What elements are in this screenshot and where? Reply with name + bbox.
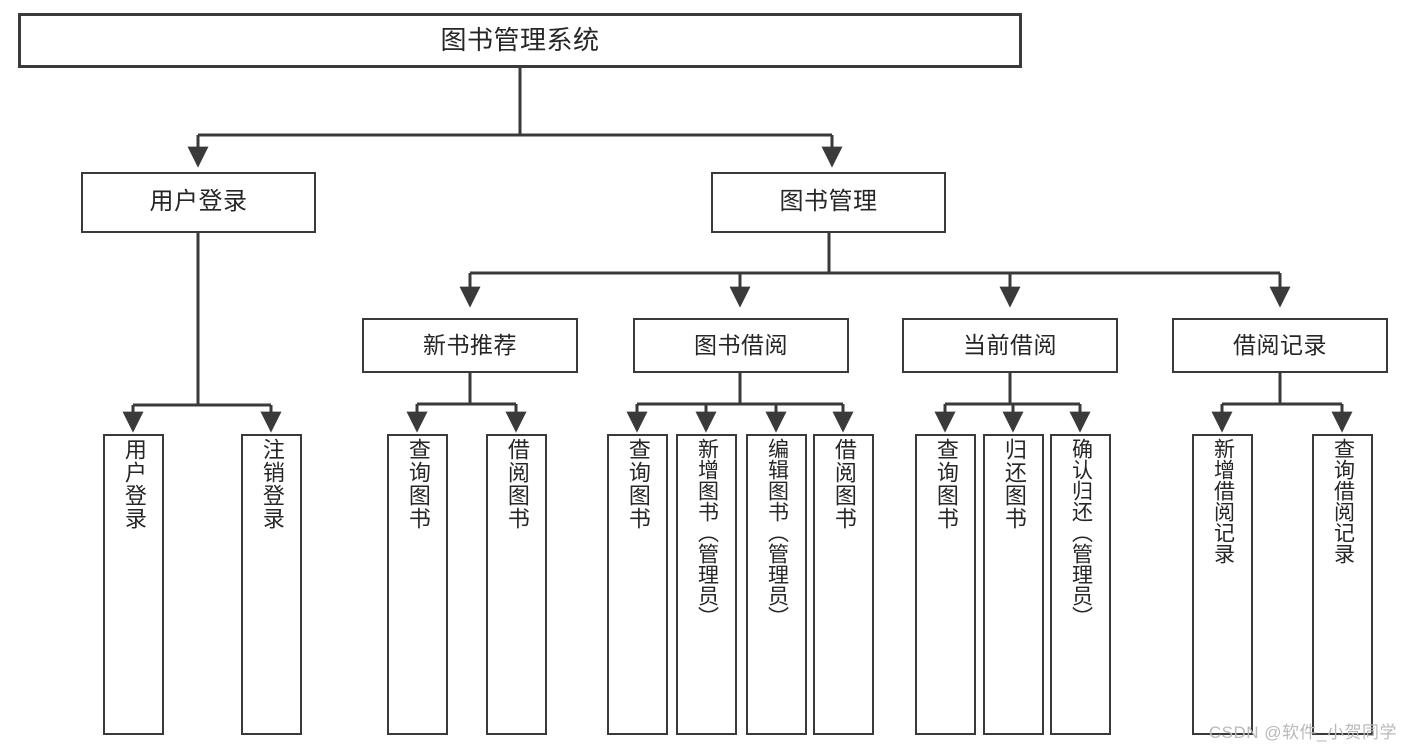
connector-userlogin-to-leaves xyxy=(122,233,282,433)
node-label: 查询图书 xyxy=(933,438,959,530)
node-user-login[interactable]: 用户登录 xyxy=(81,172,316,233)
node-label: 确认归还（管理员） xyxy=(1069,438,1093,627)
node-label: 注销登录 xyxy=(259,438,285,530)
node-label: 查询借阅记录 xyxy=(1331,438,1355,564)
node-root-book-management-system[interactable]: 图书管理系统 xyxy=(18,13,1022,68)
connector-bookmgmt-to-level3 xyxy=(459,233,1291,308)
node-label: 编辑图书（管理员） xyxy=(765,438,789,627)
node-label: 归还图书 xyxy=(1001,438,1027,530)
node-label: 借阅图书 xyxy=(831,438,857,530)
node-label: 查询图书 xyxy=(405,438,431,530)
node-label: 新增借阅记录 xyxy=(1211,438,1235,564)
node-leaf-logout[interactable]: 注销登录 xyxy=(241,434,302,735)
connector-newbook-to-leaves xyxy=(406,373,527,433)
node-leaf-query-book-recommend[interactable]: 查询图书 xyxy=(387,434,448,735)
node-label: 借阅记录 xyxy=(1233,331,1327,358)
node-label: 图书管理系统 xyxy=(440,24,600,55)
node-label: 新书推荐 xyxy=(423,331,517,358)
node-current-borrow[interactable]: 当前借阅 xyxy=(902,318,1118,373)
node-leaf-add-borrow-record[interactable]: 新增借阅记录 xyxy=(1192,434,1253,735)
node-leaf-query-book-borrow[interactable]: 查询图书 xyxy=(607,434,668,735)
node-leaf-query-book-current[interactable]: 查询图书 xyxy=(915,434,976,735)
node-label: 借阅图书 xyxy=(504,438,530,530)
node-leaf-borrow-book-recommend[interactable]: 借阅图书 xyxy=(486,434,547,735)
node-label: 用户登录 xyxy=(121,438,147,530)
node-leaf-add-book-admin[interactable]: 新增图书（管理员） xyxy=(676,434,737,735)
watermark-text: CSDN @软件_小贺同学 xyxy=(1208,723,1397,742)
connector-borrowrecord-to-leaves xyxy=(1211,373,1353,433)
node-label: 用户登录 xyxy=(149,188,248,216)
node-new-book-recommend[interactable]: 新书推荐 xyxy=(362,318,578,373)
node-leaf-confirm-return-admin[interactable]: 确认归还（管理员） xyxy=(1050,434,1111,735)
node-book-borrow[interactable]: 图书借阅 xyxy=(633,318,849,373)
node-leaf-borrow-book[interactable]: 借阅图书 xyxy=(813,434,874,735)
node-label: 新增图书（管理员） xyxy=(695,438,719,627)
node-label: 查询图书 xyxy=(625,438,651,530)
node-leaf-return-book[interactable]: 归还图书 xyxy=(983,434,1044,735)
node-borrow-record[interactable]: 借阅记录 xyxy=(1172,318,1388,373)
node-leaf-query-borrow-record[interactable]: 查询借阅记录 xyxy=(1312,434,1373,735)
connector-currentborrow-to-leaves xyxy=(934,373,1091,433)
node-leaf-user-login[interactable]: 用户登录 xyxy=(103,434,164,735)
node-label: 图书借阅 xyxy=(694,331,788,358)
connector-bookborrow-to-leaves xyxy=(626,373,854,433)
node-label: 当前借阅 xyxy=(963,331,1057,358)
node-book-management[interactable]: 图书管理 xyxy=(711,172,946,233)
connector-root-to-level2 xyxy=(187,68,843,168)
node-leaf-edit-book-admin[interactable]: 编辑图书（管理员） xyxy=(746,434,807,735)
node-label: 图书管理 xyxy=(779,188,878,216)
